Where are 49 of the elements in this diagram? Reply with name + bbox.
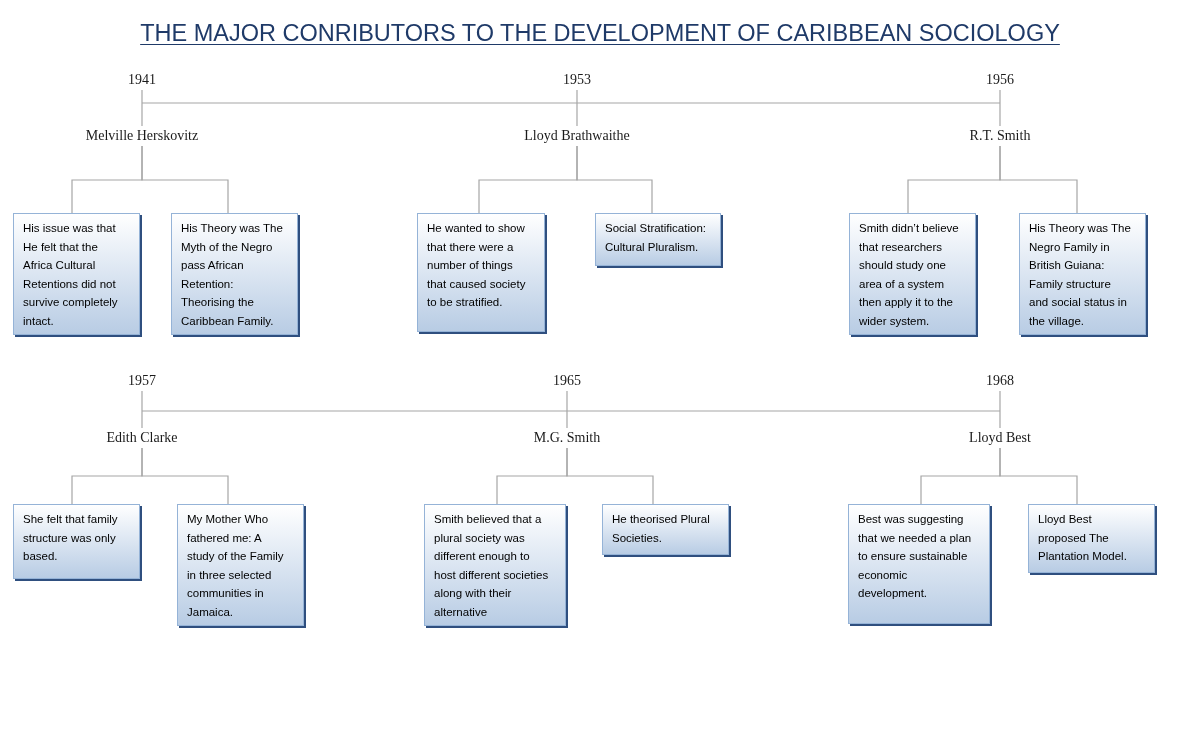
note-box [602,504,729,555]
note-box [177,504,304,626]
note-box [13,213,140,335]
contributor-name: R.T. Smith [969,126,1031,146]
note-box [1028,504,1155,573]
note-box [848,504,990,624]
connector-line [576,89,578,127]
connector-line [566,447,654,505]
box-text: His Theory was The Negro Family in British Guiana: Family structure and social status in the village. [1029,221,1132,329]
contributor-name: Melville Herskovitz [85,126,199,146]
box-text: Best was suggesting that we needed a plan to ensure sustainable economic development. [858,512,973,601]
note-box [171,213,298,335]
box-text: Smith believed that a plural society was different enough to host different societies along with their alternative [434,512,550,620]
box-text: His Theory was The Myth of the Negro pass African Retention: Theorising the Caribbean Family. [181,221,284,329]
box-text: His issue was that He felt that the Africa Cultural Retentions did not survive completely intact. [23,221,119,329]
contributor-name: M.G. Smith [533,428,601,448]
contributor-name: Edith Clarke [106,428,178,448]
box-text: Smith didn’t believe that researchers should study one area of a system then apply it to the wider system. [859,221,960,329]
year-label: 1953 [563,70,591,90]
note-box [424,504,566,626]
year-label: 1941 [128,70,156,90]
box-text: My Mother Who fathered me: A study of the Family in three selected communities in Jamaica. [187,512,285,620]
contributor-name: Lloyd Best [969,428,1031,448]
year-label: 1965 [553,371,581,391]
connector-line [566,390,568,429]
diagram-title: THE MAJOR CONRIBUTORS TO THE DEVELOPMENT OF CARIBBEAN SOCIOLOGY [140,19,1060,48]
note-box [417,213,545,332]
connector-line [141,145,229,214]
connector-line [141,89,143,127]
connector-line [999,145,1078,214]
note-box [595,213,721,266]
year-label: 1956 [986,70,1014,90]
box-text: Lloyd Best proposed The Plantation Model. [1038,512,1128,564]
connector-line [576,145,653,214]
connector-line [999,89,1001,127]
box-text: She felt that family structure was only based. [23,512,119,564]
year-label: 1957 [128,371,156,391]
note-box [13,504,140,579]
note-box [1019,213,1146,335]
box-text: Social Stratification: Cultural Pluralism. [605,221,707,255]
box-text: He theorised Plural Societies. [612,512,711,546]
connector-line [999,447,1078,505]
note-box [849,213,976,335]
box-text: He wanted to show that there were a number of things that caused society to be stratified. [427,221,527,310]
connector-line [141,390,143,429]
contributor-name: Lloyd Brathwaithe [524,126,630,146]
connector-line [999,390,1001,429]
connector-line [141,447,229,505]
year-label: 1968 [986,371,1014,391]
